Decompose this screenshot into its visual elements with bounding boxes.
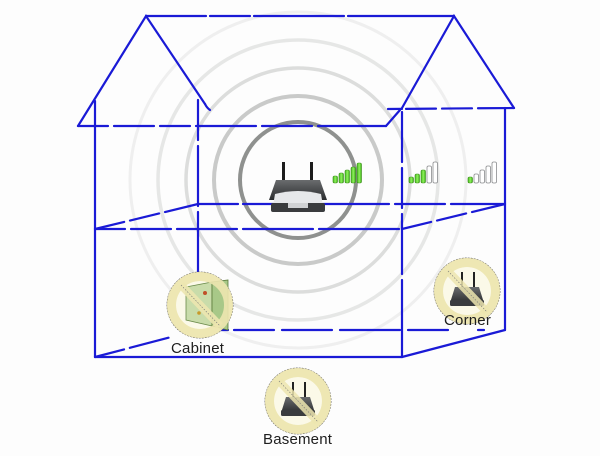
house-outline xyxy=(76,13,516,359)
wireless-router-icon xyxy=(269,162,327,212)
basement-label: Basement xyxy=(263,431,333,448)
basement-no-router-icon xyxy=(264,367,332,435)
signal-bars-far-icon xyxy=(467,161,497,184)
cabinet-no-icon xyxy=(166,271,234,339)
corner-label: Corner xyxy=(444,312,492,329)
signal-bars-near-icon xyxy=(332,162,362,184)
cabinet-label: Cabinet xyxy=(171,340,225,357)
signal-bars-mid-icon xyxy=(408,161,438,184)
corner-no-router-icon xyxy=(433,257,501,325)
